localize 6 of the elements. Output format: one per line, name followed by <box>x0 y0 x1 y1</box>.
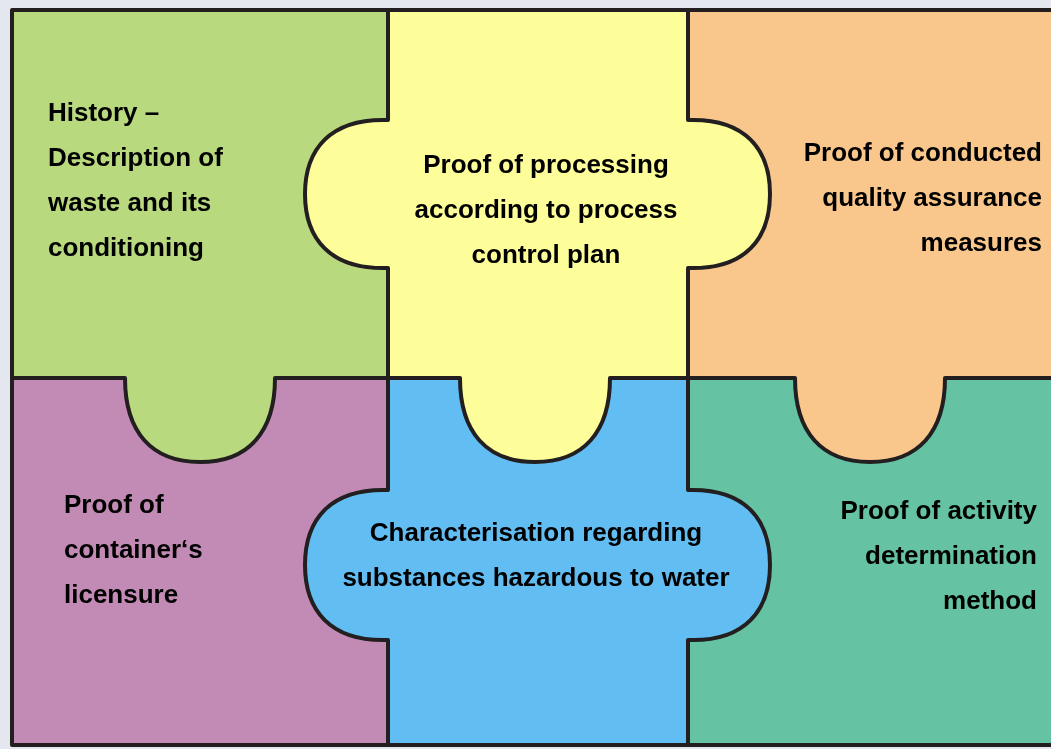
piece-label: Characterisation regarding substances hazardous to water <box>341 516 731 594</box>
piece-label: Proof of activity determination method <box>839 494 1037 617</box>
piece-label: Proof of processing according to process control plan <box>413 148 679 271</box>
piece-label: History – Description of waste and its conditioning <box>48 96 224 264</box>
piece-label: Proof of container‘s licensure <box>64 488 204 611</box>
piece-label: Proof of conducted quality assurance measures <box>802 136 1042 259</box>
